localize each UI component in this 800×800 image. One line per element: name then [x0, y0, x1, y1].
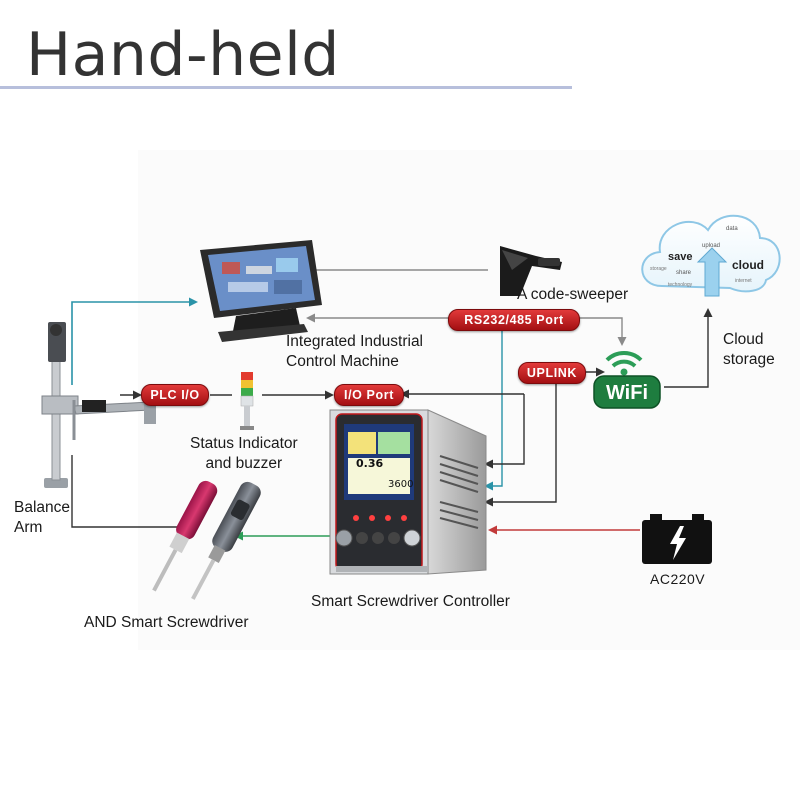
cloud-word-internet: internet — [735, 278, 752, 284]
status-indicator-illustration — [240, 372, 254, 430]
cloud-storage-label: Cloud storage — [723, 331, 775, 368]
cloud-word-data: data — [726, 226, 738, 232]
balance-arm-label: Balance Arm — [14, 499, 71, 536]
uplink-pill: UPLINK — [518, 362, 586, 384]
integrated-control-machine-illustration — [200, 240, 322, 342]
balance-arm-illustration — [41, 322, 156, 488]
cloud-illustration — [641, 214, 781, 297]
screen-value-1: 0.36 — [356, 457, 383, 470]
wifi-text: WiFi — [606, 382, 648, 404]
arm-to-monitor-line — [71, 297, 198, 385]
cloud-word-cloud: cloud — [732, 258, 764, 272]
page-title: Hand-held — [26, 20, 340, 90]
code-sweeper-illustration — [500, 246, 562, 296]
smart-screwdriver-illustration — [152, 480, 261, 600]
rs232-to-wifi-line — [578, 317, 627, 346]
ioport-to-controller-line — [484, 394, 525, 469]
controller-illustration: 0.36 3600 — [329, 409, 487, 575]
controller-label: Smart Screwdriver Controller — [311, 593, 510, 610]
cloud-word-storage: storage — [650, 266, 667, 272]
integrated-machine-label: Integrated Industrial Control Machine — [286, 333, 424, 370]
wifi-badge: WiFi — [593, 350, 661, 409]
screen-value-2: 3600 — [388, 479, 413, 490]
wifi-to-controller-line — [484, 382, 557, 507]
wifi-to-cloud-line — [664, 308, 713, 388]
io-port-pill: I/O Port — [334, 384, 404, 406]
power-supply-illustration — [642, 514, 712, 564]
rs232-to-controller-line — [484, 328, 503, 491]
rs232-485-port-pill: RS232/485 Port — [448, 309, 580, 331]
code-sweeper-label: A code-sweeper — [517, 286, 629, 303]
cloud-word-save: save — [668, 251, 693, 263]
power-label: AC220V — [650, 571, 706, 587]
arm-to-screwdriver-line — [71, 455, 190, 528]
title-underline — [0, 86, 572, 89]
cloud-word-upload: upload — [702, 243, 721, 249]
plc-io-pill: PLC I/O — [141, 384, 209, 406]
screwdriver-label: AND Smart Screwdriver — [84, 614, 249, 631]
cloud-word-share: share — [676, 270, 692, 276]
cloud-word-technology: technology — [668, 282, 693, 288]
status-indicator-label: Status Indicator and buzzer — [190, 435, 298, 472]
